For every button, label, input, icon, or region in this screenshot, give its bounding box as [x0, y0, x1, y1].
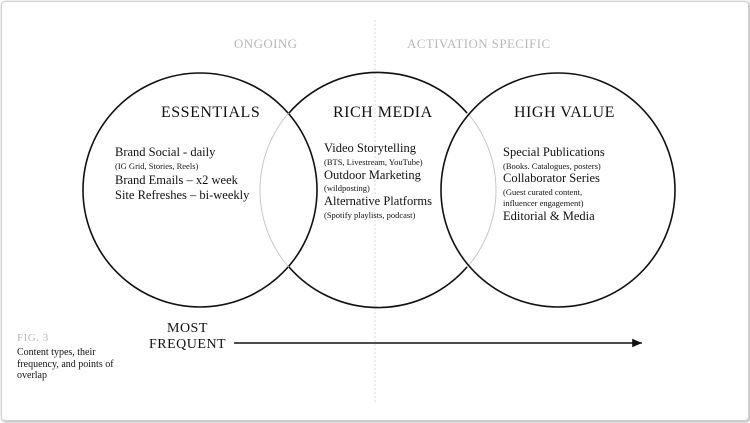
circle-essentials: [82, 72, 318, 308]
high-value-item-editorial-media: Editorial & Media: [503, 209, 595, 223]
circle-title-rich-media: RICH MEDIA: [333, 104, 433, 121]
circle-title-essentials: ESSENTIALS: [161, 104, 261, 121]
essentials-item-brand-emails: Brand Emails – x2 week: [115, 173, 238, 187]
section-label-activation-specific: ACTIVATION SPECIFIC: [407, 36, 551, 51]
high-value-item-special-publications-detail: (Books. Catalogues, posters): [503, 161, 601, 171]
rich-media-item-video-detail: (BTS, Livestream, YouTube): [324, 157, 423, 167]
essentials-item-brand-social: Brand Social - daily: [115, 145, 216, 159]
high-value-item-collaborator-series: Collaborator Series: [503, 171, 600, 185]
circle-high-value: [440, 72, 676, 308]
rich-media-item-alt-platforms-detail: (Spotify playlists, podcast): [324, 210, 416, 220]
circle-rich-media-top-arc: [288, 71, 468, 114]
high-value-item-special-publications: Special Publications: [503, 145, 605, 159]
high-value-item-collaborator-series-detail-2: influencer engagement): [503, 198, 584, 208]
circle-title-high-value: HIGH VALUE: [514, 104, 615, 121]
section-label-ongoing: ONGOING: [234, 36, 298, 51]
rich-media-item-alt-platforms: Alternative Platforms: [324, 194, 432, 208]
figure-caption: Content types, their frequency, and poin…: [17, 347, 114, 381]
figure-label: FIG. 3: [17, 332, 49, 344]
rich-media-item-outdoor: Outdoor Marketing: [324, 168, 421, 182]
high-value-item-collaborator-series-detail: (Guest curated content,: [503, 187, 583, 197]
essentials-item-site-refreshes: Site Refreshes – bi-weekly: [115, 188, 250, 202]
frequency-label-most: MOST: [167, 321, 208, 336]
circle-rich-media-bottom-arc: [288, 266, 468, 309]
frequency-label-frequent: FREQUENT: [149, 337, 227, 352]
rich-media-item-video: Video Storytelling: [324, 141, 416, 155]
rich-media-item-outdoor-detail: (wildposting): [324, 183, 370, 193]
essentials-item-brand-social-detail: (IG Grid, Stories, Reels): [115, 161, 199, 171]
